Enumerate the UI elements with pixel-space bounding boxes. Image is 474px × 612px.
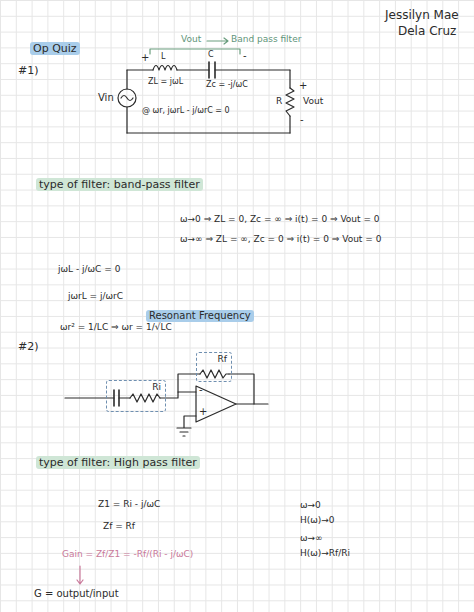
author-name: Dela Cruz: [398, 24, 456, 38]
inductor-symbol: [153, 66, 177, 71]
polarity-sign: -: [300, 114, 304, 126]
wire: [229, 374, 254, 404]
equation: Z1 = Ri - j/ωC: [98, 499, 160, 510]
wire: [127, 69, 153, 70]
note: Band pass filter: [231, 34, 301, 45]
signal-name: Vout: [181, 34, 201, 45]
condition: H(ω)→Rf/Ri: [300, 548, 350, 559]
equation: @ ωr, jωrL - j/ωrC = 0: [142, 106, 230, 116]
equation: ω→∞ ⇒ ZL = ∞, Zc = 0 ⇒ i(t) = 0 ⇒ Vout =…: [180, 234, 381, 245]
section-heading: type of filter: High pass filter: [36, 456, 200, 469]
signal-name: Vout: [303, 96, 323, 107]
arrow: [207, 38, 228, 44]
impedance-label: Zc = -j/ωC: [206, 80, 248, 90]
note: Resonant Frequency: [146, 310, 254, 322]
opamp-circuit: [65, 370, 268, 436]
signal-name: Vin: [98, 92, 114, 104]
equation: Gain = Zf/Z1 = -Rf/(Ri - j/ωC): [62, 549, 193, 560]
part-name: L: [161, 52, 165, 62]
condition: H(ω)→0: [300, 515, 335, 526]
source-symbol: [118, 89, 136, 107]
part-name: R: [276, 96, 282, 107]
author-name: Jessilyn Mae: [385, 8, 459, 22]
equation: ω→0 ⇒ ZL = 0, Zc = ∞ ⇒ i(t) = 0 ⇒ Vout =…: [180, 214, 380, 225]
wire: [177, 69, 290, 70]
dashed-group-box: Ri: [106, 380, 166, 412]
equation: Zf = Rf: [103, 521, 135, 532]
problem-number: #2): [18, 340, 39, 353]
rlc-circuit: [118, 38, 294, 133]
ground-symbol: [177, 416, 196, 436]
equation: ωr² = 1/LC ⇒ ωr = 1/√LC: [60, 322, 172, 333]
pin-name: +: [199, 406, 207, 418]
arrow: [77, 566, 83, 584]
equation: G = output/input: [34, 588, 119, 600]
part-name: Ri: [107, 381, 165, 394]
condition: ω→0: [300, 500, 321, 511]
condition: ω→∞: [300, 533, 323, 544]
section-heading: type of filter: band-pass filter: [36, 178, 203, 191]
wire: [126, 70, 127, 133]
part-name: C: [208, 50, 214, 60]
polarity-sign: -: [243, 50, 247, 62]
resistor-symbol: [130, 394, 160, 402]
capacitor-symbol: [209, 62, 215, 78]
dashed-group-box: Rf: [196, 352, 232, 382]
wire: [236, 403, 268, 404]
resistor-symbol: [286, 88, 294, 116]
resistor-symbol: [200, 370, 229, 378]
polarity-sign: +: [141, 52, 149, 64]
page-title: Op Quiz: [30, 42, 80, 55]
equation: jωrL = j/ωrC: [68, 291, 123, 302]
impedance-label: ZL = jωL: [148, 77, 183, 87]
wire: [119, 397, 130, 398]
source-wave: [121, 96, 133, 101]
wire: [127, 132, 290, 133]
polarity-sign: +: [299, 80, 307, 92]
part-name: Rf: [197, 353, 231, 366]
problem-number: #1): [18, 64, 39, 77]
capacitor-symbol: [114, 390, 119, 406]
pin-name: -: [199, 384, 203, 396]
equation: jωL - j/ωC = 0: [58, 264, 120, 275]
